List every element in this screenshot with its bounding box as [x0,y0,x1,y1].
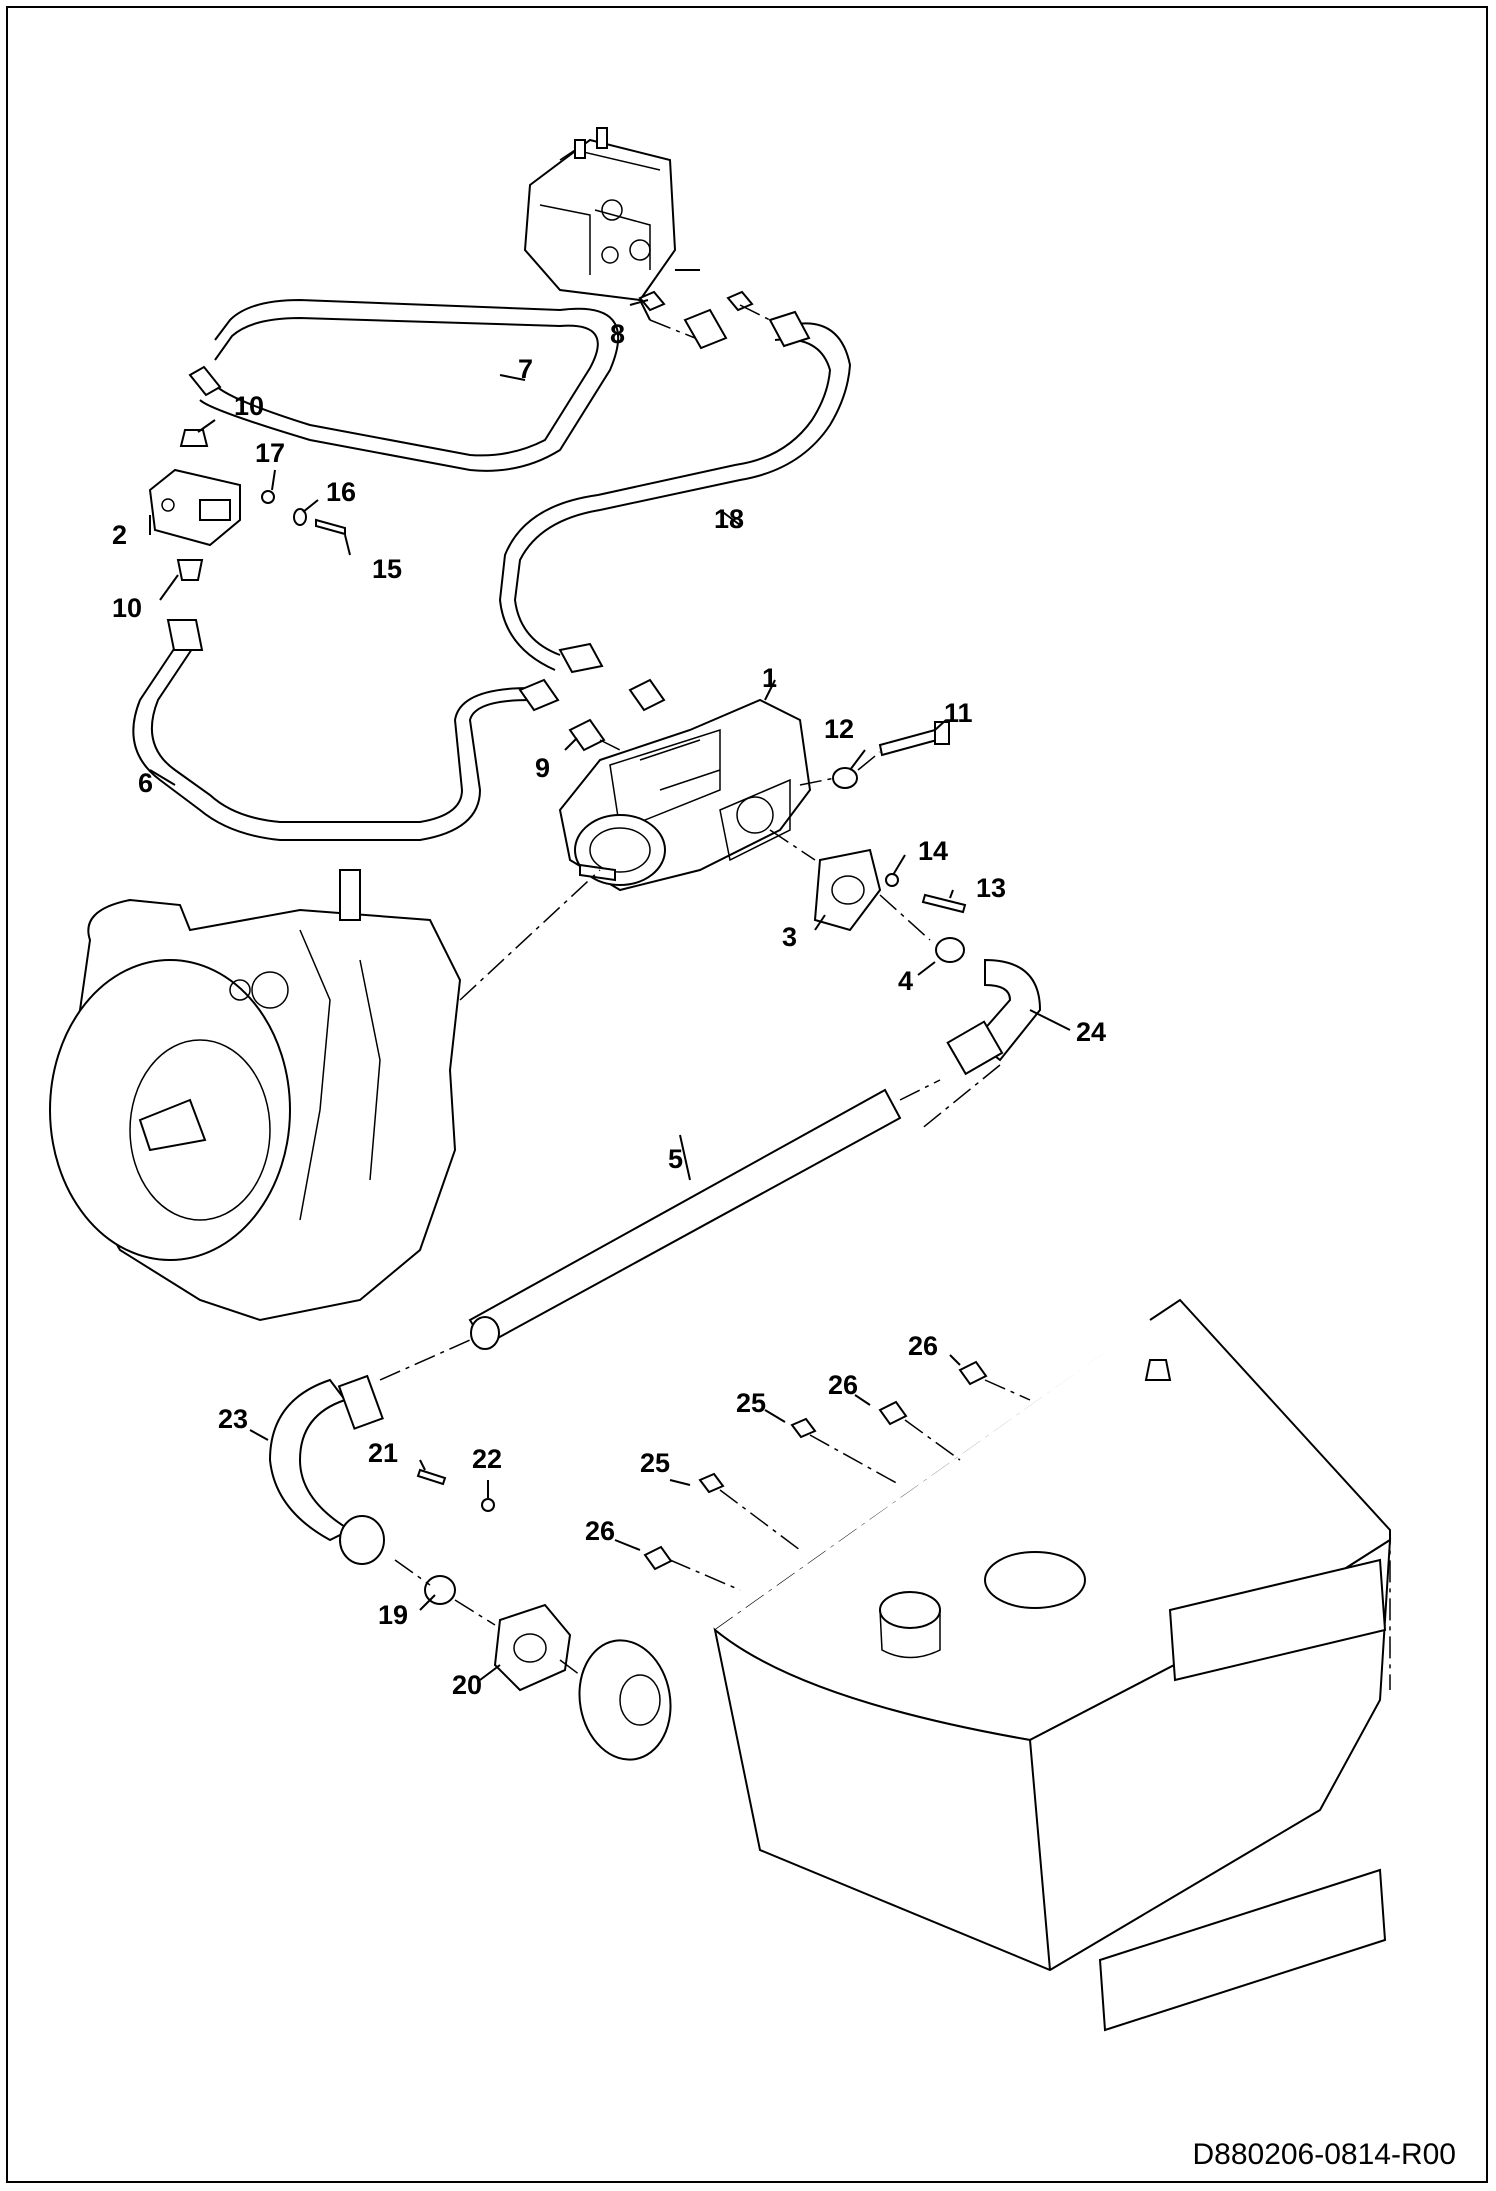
bolt-11-washer-12 [799,721,950,789]
leader-lines [149,299,1071,1681]
callout-4: 4 [898,966,914,996]
callout-24: 24 [1076,1017,1107,1047]
callout-26-top: 26 [908,1331,939,1361]
callout-6: 6 [138,768,154,798]
callout-25-upper: 25 [736,1388,767,1418]
plugs-25-26 [643,1360,1031,1591]
callout-10-top: 10 [234,391,265,421]
drawing-frame [6,6,1488,2183]
callout-26-lower: 26 [585,1516,616,1546]
document-id: D880206-0814-R00 [1192,2138,1456,2171]
callout-12: 12 [824,714,855,744]
callout-15: 15 [372,554,403,584]
flange-3 [769,829,1042,1131]
fitting-8 [638,290,771,341]
callout-9: 9 [535,753,551,783]
tank-flange [578,1639,672,1761]
callout-8: 8 [610,319,626,349]
callout-2: 2 [112,520,128,550]
tube-6 [132,619,560,841]
callout-14: 14 [918,836,949,866]
callout-13: 13 [976,873,1007,903]
block-2 [148,429,346,581]
callout-10-bottom: 10 [112,593,143,623]
callout-23: 23 [218,1404,249,1434]
fitting-9 [568,678,666,761]
hydraulic-tank [713,1298,1392,2032]
elbow-23 [268,1374,601,1692]
control-valve-part [523,127,700,321]
callout-21: 21 [368,1438,399,1468]
callout-22: 22 [472,1444,503,1474]
callout-5: 5 [668,1144,684,1174]
callout-7: 7 [518,354,534,384]
callout-3: 3 [782,922,798,952]
hose-5 [379,1079,941,1381]
callout-25-lower: 25 [640,1448,671,1478]
callout-18: 18 [714,504,745,534]
transmission [49,869,601,1322]
callout-20: 20 [452,1670,483,1700]
pump-1 [558,698,812,892]
tube-18 [498,310,852,674]
callout-26-middle: 26 [828,1370,859,1400]
callout-1: 1 [762,663,778,693]
callout-11: 11 [944,698,973,728]
callout-19: 19 [378,1600,409,1630]
tube-7 [188,298,728,472]
callout-16: 16 [326,477,357,507]
callout-17: 17 [255,438,286,468]
